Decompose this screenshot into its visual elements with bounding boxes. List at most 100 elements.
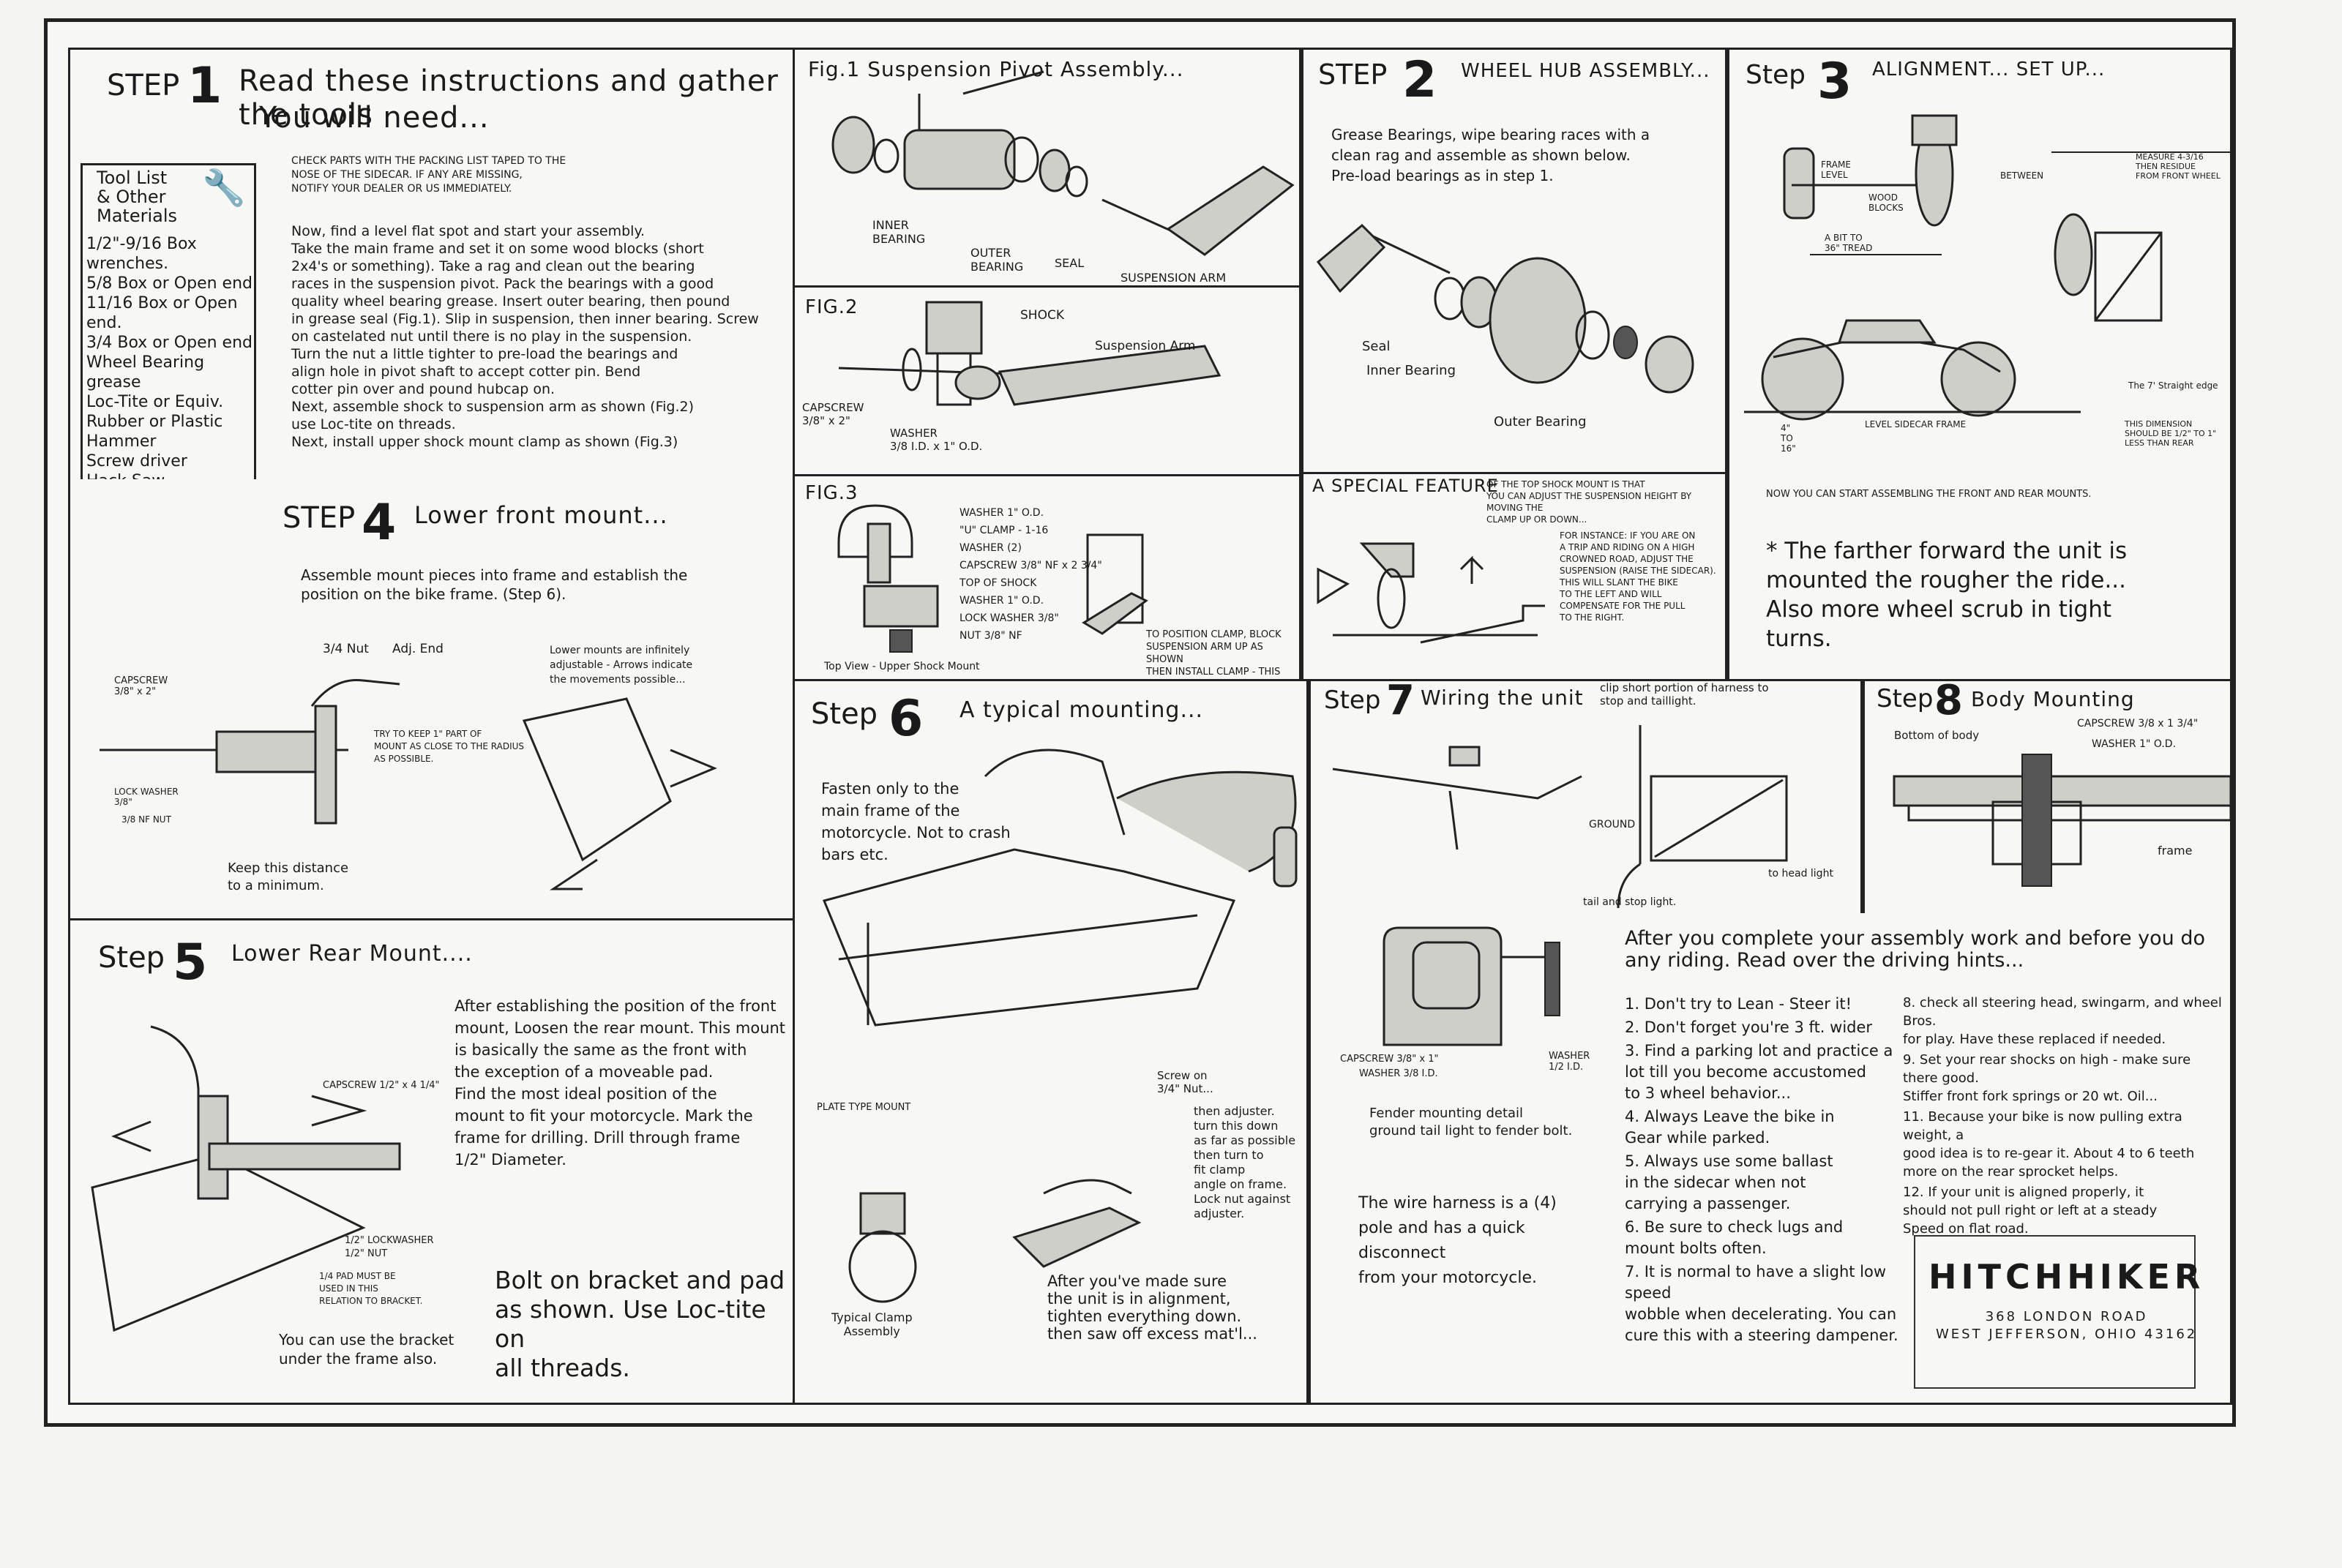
- driving-hint-item: 11. Because your bike is now pulling ext…: [1903, 1109, 2195, 1179]
- step3-frame-level: FRAME LEVEL: [1821, 160, 1851, 180]
- fig3-part-label: "U" CLAMP - 1-16: [959, 525, 1049, 536]
- step7-head-light: to head light: [1768, 868, 1833, 879]
- step4-mount-drawing: [100, 678, 717, 890]
- step6-after: After you've made sure the unit is in al…: [1047, 1272, 1257, 1343]
- tool-list-item: Screw driver: [86, 452, 187, 470]
- tool-list-item: 1/2"-9/16 Box wrenches.: [86, 235, 197, 273]
- step5-capscrew: CAPSCREW 1/2" x 4 1/4": [323, 1080, 440, 1091]
- step1-label: STEP: [107, 69, 180, 102]
- step3-apart: A BIT TO 36" TREAD: [1825, 233, 1873, 253]
- step3-note: * The farther forward the unit is mounte…: [1766, 538, 2128, 652]
- fig1-panel: Fig.1 Suspension Pivot Assembly... INNER…: [793, 48, 1301, 285]
- step4-nut: 3/4 Nut: [323, 642, 369, 656]
- step4-text: Assemble mount pieces into frame and est…: [301, 566, 688, 603]
- fig3-part-label: WASHER 1" O.D.: [959, 507, 1044, 519]
- fig1-inner-bearing: INNER BEARING: [872, 218, 926, 246]
- step7-label: Step: [1324, 686, 1381, 715]
- step3-measure: MEASURE 4-3/16 THEN RESIDUE FROM FRONT W…: [2136, 152, 2221, 181]
- step3-title: ALIGNMENT... SET UP...: [1872, 59, 2106, 80]
- driving-hint-item: 3. Find a parking lot and practice a lot…: [1625, 1042, 1893, 1102]
- step3-wood-blocks: WOOD BLOCKS: [1868, 192, 1904, 213]
- fig3-part-label: WASHER 1" O.D.: [959, 595, 1044, 607]
- step3-height: 4" TO 16": [1781, 423, 1796, 454]
- step2-outer-bearing-label: Outer Bearing: [1494, 414, 1587, 429]
- driving-hint-item: 8. check all steering head, swingarm, an…: [1903, 995, 2222, 1047]
- step5-bolt-note: Bolt on bracket and pad as shown. Use Lo…: [495, 1266, 785, 1382]
- step2-panel: STEP 2 WHEEL HUB ASSEMBLY... Grease Bear…: [1301, 48, 1727, 472]
- fig2-washer: WASHER 3/8 I.D. x 1" O.D.: [890, 427, 983, 453]
- step2-text: Grease Bearings, wipe bearing races with…: [1331, 126, 1650, 184]
- driving-hint-item: 4. Always Leave the bike in Gear while p…: [1625, 1108, 1835, 1147]
- step8-washer: WASHER 1" O.D.: [2092, 738, 2177, 750]
- step7-washer-right: WASHER 1/2 I.D.: [1549, 1051, 1590, 1073]
- step3-dimension: THIS DIMENSION SHOULD BE 1/2" TO 1" LESS…: [2125, 419, 2217, 448]
- step6-clamp-assembly: Typical Clamp Assembly: [831, 1310, 913, 1338]
- fig3-part-label: NUT 3/8" NF: [959, 630, 1022, 642]
- step6-type-mount: PLATE TYPE MOUNT: [817, 1102, 911, 1113]
- step6-fasten: Fasten only to the main frame of the mot…: [821, 780, 1011, 863]
- tool-list: 1/2"-9/16 Box wrenches.5/8 Box or Open e…: [86, 234, 262, 479]
- special-feature-text: OF THE TOP SHOCK MOUNT IS THAT YOU CAN A…: [1486, 479, 1692, 525]
- fig3-drawing: [837, 504, 1148, 653]
- step4-keep-distance: Keep this distance to a minimum.: [228, 860, 349, 893]
- brand-box: [1914, 1235, 2196, 1389]
- step4-lockwasher: LOCK WASHER 3/8": [114, 787, 179, 807]
- step4-nut2: 3/8 NF NUT: [121, 814, 171, 825]
- fig3-part-label: WASHER (2): [959, 542, 1022, 554]
- step6-number: 6: [888, 690, 924, 748]
- tool-list-header: Tool List & Other Materials: [97, 168, 178, 226]
- step7-clip: clip short portion of harness to stop an…: [1600, 681, 1769, 708]
- step3-alignment-drawing: [1744, 114, 2230, 421]
- step6-title: A typical mounting...: [959, 697, 1204, 723]
- step4-keep-part: TRY TO KEEP 1" PART OF MOUNT AS CLOSE TO…: [374, 729, 525, 764]
- step5-lockwasher: 1/2" LOCKWASHER: [345, 1235, 434, 1246]
- driving-hint-item: 12. If your unit is aligned properly, it…: [1903, 1185, 2158, 1237]
- step5-under: You can use the bracket under the frame …: [279, 1331, 454, 1368]
- check-parts-text: CHECK PARTS WITH THE PACKING LIST TAPED …: [291, 155, 566, 195]
- fig3-top-view: Top View - Upper Shock Mount: [824, 661, 980, 672]
- step3-lean: BETWEEN: [2000, 170, 2044, 181]
- step5-mount-drawing: [91, 1025, 401, 1332]
- tool-list-item: 3/4 Box or Open end: [86, 334, 252, 352]
- step6-panel: Step 6 A typical mounting... Fasten only…: [793, 679, 1309, 1405]
- step1-panel: STEP 1 Read these instructions and gathe…: [68, 48, 793, 479]
- fig3-part-label: TOP OF SHOCK: [959, 577, 1037, 589]
- fig1-drawing: [831, 70, 1295, 256]
- step4-number: 4: [362, 494, 397, 552]
- fig2-title: FIG.2: [805, 296, 858, 318]
- instruction-sheet: [44, 18, 2236, 1427]
- fig1-outer-bearing: OUTER BEARING: [970, 246, 1024, 274]
- special-feature-title: A SPECIAL FEATURE: [1312, 476, 1499, 496]
- step6-adjuster: then adjuster. turn this down as far as …: [1194, 1104, 1296, 1220]
- step7-title: Wiring the unit: [1421, 686, 1584, 710]
- hints-right-list: 8. check all steering head, swingarm, an…: [1903, 994, 2225, 1240]
- fig3-position-note: TO POSITION CLAMP, BLOCK SUSPENSION ARM …: [1146, 629, 1282, 678]
- step3-panel: Step 3 ALIGNMENT... SET UP... FRAME LEVE…: [1727, 48, 2232, 679]
- tool-list-item: Hack Saw: [86, 471, 262, 479]
- step3-label: Step: [1746, 60, 1806, 90]
- fender-mount-drawing: [1383, 926, 1560, 1046]
- step2-inner-bearing-label: Inner Bearing: [1366, 363, 1456, 378]
- step8-label: Step: [1877, 684, 1934, 713]
- step4-adj-end: Adj. End: [392, 642, 444, 656]
- driving-hint-item: 9. Set your rear shocks on high - make s…: [1903, 1052, 2191, 1104]
- step2-hub-drawing: [1316, 223, 1694, 394]
- step7-fender: Fender mounting detail ground tail light…: [1369, 1106, 1573, 1139]
- step4-capscrew: CAPSCREW 3/8" x 2": [114, 675, 168, 697]
- step3-level-frame: LEVEL SIDECAR FRAME: [1865, 419, 1967, 429]
- step4-infinite: Lower mounts are infinitely adjustable -…: [550, 645, 693, 686]
- brand-address: 368 LONDON ROAD WEST JEFFERSON, OHIO 431…: [1936, 1309, 2198, 1342]
- step8-title: Body Mounting: [1971, 687, 2135, 711]
- hints-panel: After you complete your assembly work an…: [1603, 913, 2232, 1405]
- step3-assembling: NOW YOU CAN START ASSEMBLING THE FRONT A…: [1766, 489, 2092, 500]
- step6-mounting-drawing: [822, 749, 1298, 1303]
- step7-wiring-drawing: [1332, 725, 1788, 909]
- step5-number: 5: [173, 934, 208, 991]
- brand-name: HITCHHIKER: [1928, 1257, 2205, 1297]
- step7-tail-stop: tail and stop light.: [1583, 896, 1677, 908]
- step6-label: Step: [811, 697, 878, 731]
- fig2-capscrew: CAPSCREW 3/8" x 2": [802, 401, 864, 427]
- step8-body-drawing: [1893, 754, 2230, 887]
